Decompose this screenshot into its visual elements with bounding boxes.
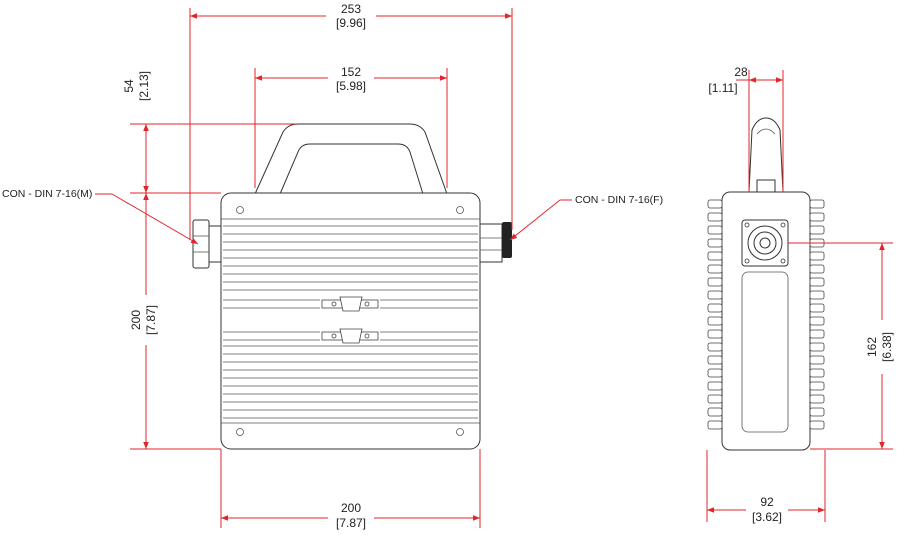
- side-fin: [707, 303, 723, 313]
- carry-handle: [254, 123, 448, 195]
- side-fin: [809, 355, 825, 365]
- side-depth-in: [3.62]: [752, 510, 782, 524]
- side-fin: [809, 290, 825, 300]
- handle-height-mm: 54: [122, 79, 136, 93]
- side-fin: [707, 238, 723, 248]
- side-fin: [809, 225, 825, 235]
- side-fin: [809, 251, 825, 261]
- screw-icon: [236, 428, 244, 436]
- screw-icon: [456, 428, 464, 436]
- side-fin: [707, 290, 723, 300]
- side-fin: [707, 277, 723, 287]
- side-fin: [707, 355, 723, 365]
- side-handle: [748, 117, 784, 193]
- side-handle-width-in: [1.11]: [708, 81, 737, 95]
- body-height-in: [7.87]: [144, 305, 158, 335]
- side-fin: [707, 225, 723, 235]
- side-fin: [707, 316, 723, 326]
- screw-icon: [236, 206, 244, 214]
- side-fin: [809, 342, 825, 352]
- dsub-connector-lower: [321, 328, 379, 344]
- side-fin: [707, 407, 723, 417]
- side-handle-width-mm: 28: [734, 65, 748, 79]
- overall-width-mm: 253: [341, 2, 361, 16]
- side-fin: [809, 212, 825, 222]
- dimension-body-height: 200 [7.87]: [128, 193, 221, 450]
- din-connector-male: [192, 219, 222, 269]
- side-fin: [707, 199, 723, 209]
- side-fin: [809, 277, 825, 287]
- side-fin: [809, 329, 825, 339]
- dimension-side-depth: 92 [3.62]: [706, 450, 826, 526]
- callout-left-connector: CON - DIN 7-16(M): [2, 188, 199, 245]
- side-fin: [707, 394, 723, 404]
- callout-right-connector: CON - DIN 7-16(F): [509, 194, 663, 241]
- side-fin: [809, 199, 825, 209]
- side-view: 28 [1.11] 162 [6.38] 92 [3.62]: [706, 65, 898, 526]
- front-view: 253 [9.96] 152 [5.98] 54 [2.13] 200 [7.8: [2, 2, 663, 532]
- din-connector-female: [479, 222, 512, 263]
- side-body: [707, 191, 825, 451]
- side-fin: [707, 368, 723, 378]
- side-fin: [809, 264, 825, 274]
- side-fin: [809, 420, 825, 430]
- dimension-connector-height: 162 [6.38]: [788, 242, 898, 450]
- dimension-body-width: 200 [7.87]: [220, 449, 481, 532]
- body-width-in: [7.87]: [336, 516, 366, 530]
- side-fin: [707, 381, 723, 391]
- body-height-mm: 200: [129, 310, 143, 330]
- left-connector-label: CON - DIN 7-16(M): [2, 188, 92, 200]
- overall-width-in: [9.96]: [336, 16, 366, 30]
- side-fin: [809, 303, 825, 313]
- side-fin: [707, 251, 723, 261]
- side-fin: [809, 407, 825, 417]
- dsub-connector-upper: [321, 296, 379, 312]
- connector-height-mm: 162: [865, 337, 879, 357]
- body-width-mm: 200: [341, 501, 361, 515]
- screw-icon: [456, 206, 464, 214]
- dimension-handle-height: 54 [2.13]: [122, 71, 295, 194]
- side-fin: [809, 394, 825, 404]
- side-fin: [707, 342, 723, 352]
- side-fin: [809, 381, 825, 391]
- dimension-side-handle-width: 28 [1.11]: [708, 65, 784, 192]
- connector-height-in: [6.38]: [880, 332, 894, 362]
- side-fin: [707, 212, 723, 222]
- handle-width-mm: 152: [341, 65, 361, 79]
- dimension-overall-width: 253 [9.96]: [189, 2, 513, 240]
- enclosure-body: [220, 192, 481, 450]
- side-fin: [809, 316, 825, 326]
- side-depth-mm: 92: [760, 495, 774, 509]
- side-fin: [707, 264, 723, 274]
- side-fin: [707, 329, 723, 339]
- side-fin: [707, 420, 723, 430]
- side-fin: [809, 368, 825, 378]
- dimension-handle-width: 152 [5.98]: [254, 64, 448, 188]
- handle-width-in: [5.98]: [336, 79, 366, 93]
- handle-height-in: [2.13]: [137, 71, 151, 101]
- right-connector-label: CON - DIN 7-16(F): [575, 194, 663, 206]
- n-connector-icon: [741, 219, 789, 267]
